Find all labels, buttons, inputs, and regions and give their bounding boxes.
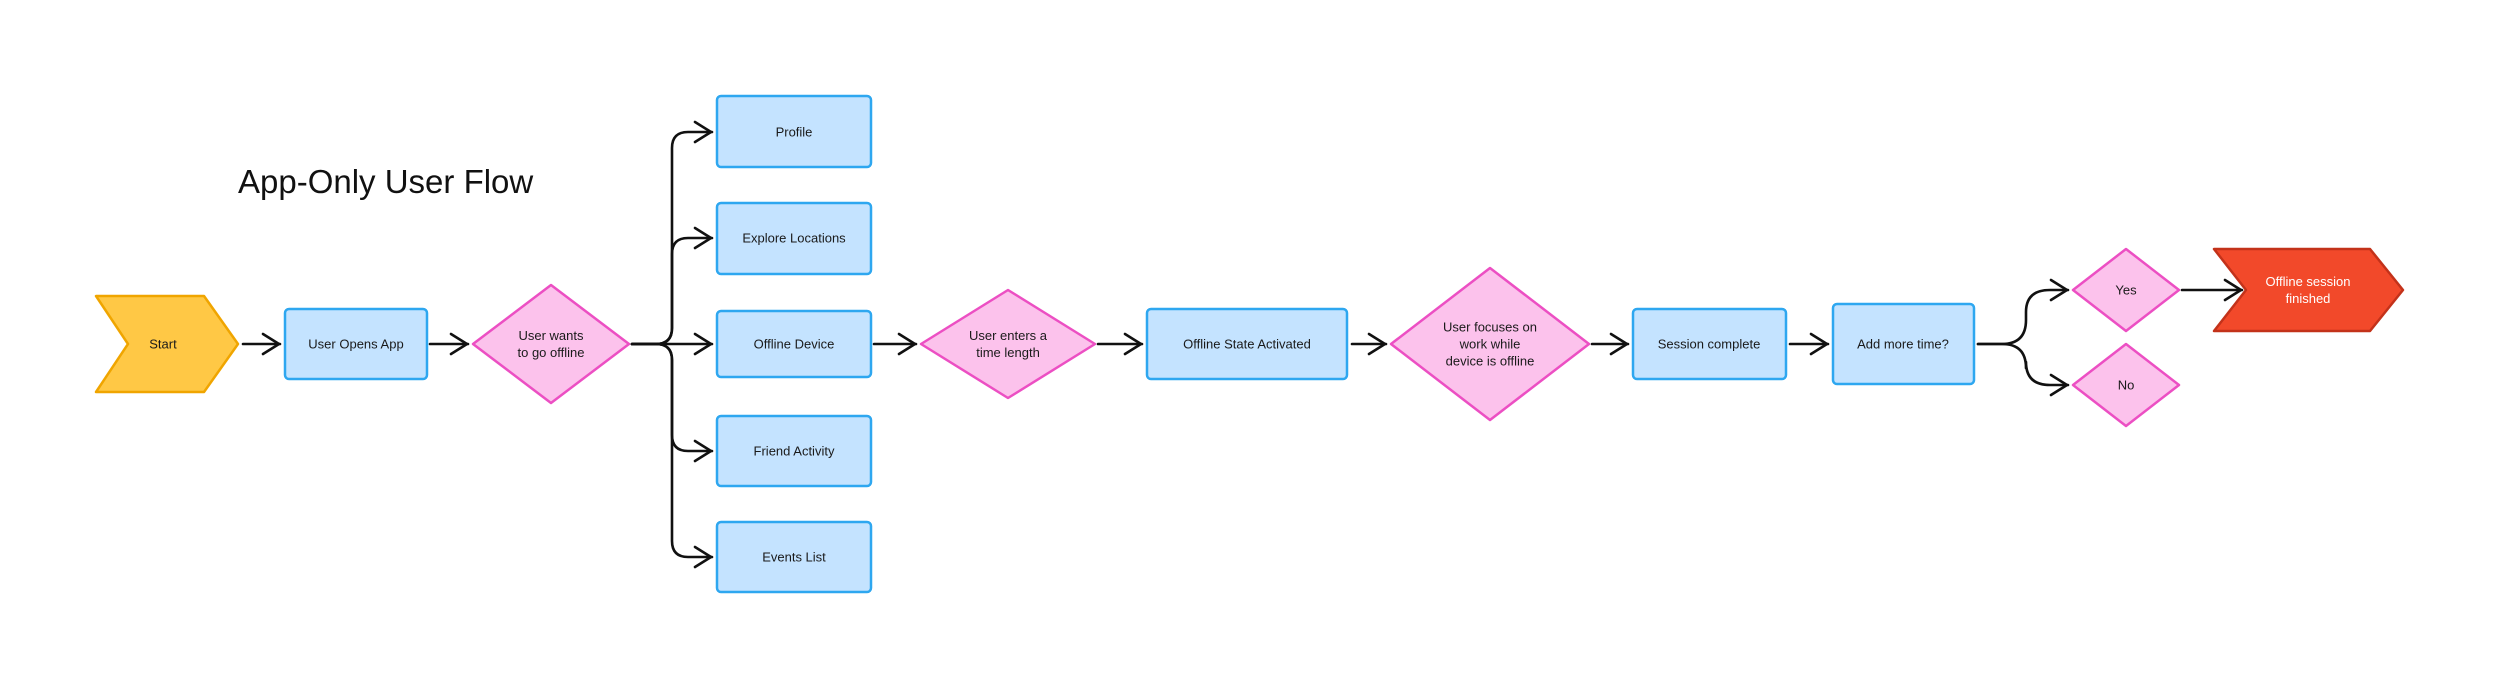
events-list-label-line: Events List [762,550,826,565]
node-user-opens-app[interactable]: User Opens App [283,307,429,381]
session-complete-label-line: Session complete [1658,337,1761,352]
node-wants-offline[interactable]: User wants to go offline [471,283,631,405]
node-friend-activity-label: Friend Activity [754,444,835,459]
wants-offline-label-line: to go offline [518,345,585,360]
offline-state-label-line: Offline State Activated [1183,337,1311,352]
node-offline-device[interactable]: Offline Device [715,309,873,379]
node-enters-time[interactable]: User enters a time length [919,288,1097,400]
node-finished[interactable]: Offline session finished [2212,247,2405,333]
connector-wants-to-explore [630,226,714,346]
node-user-opens-app-label: User Opens App [308,337,403,352]
node-events-list[interactable]: Events List [715,520,873,594]
yes-label-line: Yes [2115,283,2137,298]
wants-offline-label-line: User wants [518,328,584,343]
connectors [241,120,2244,569]
node-offline-state-label: Offline State Activated [1183,337,1311,352]
node-start[interactable]: Start [94,294,240,394]
start-label-line: Start [149,337,177,352]
node-wants-offline-label: User wants to go offline [518,328,585,360]
focuses-label-line: work while [1459,337,1521,352]
node-offline-device-label: Offline Device [754,337,835,352]
node-events-list-label: Events List [762,550,826,565]
no-label-line: No [2118,378,2135,393]
node-profile-label: Profile [776,125,813,140]
profile-label-line: Profile [776,125,813,140]
node-profile[interactable]: Profile [715,94,873,169]
node-add-more-time-label: Add more time? [1857,337,1949,352]
node-enters-time-label: User enters a time length [969,328,1048,360]
enters-time-label-line: time length [976,345,1040,360]
node-explore-locations-label: Explore Locations [742,231,846,246]
node-no-label: No [2118,378,2135,393]
add-more-time-label-line: Add more time? [1857,337,1949,352]
offline-device-label-line: Offline Device [754,337,835,352]
finished-label-line: finished [2286,291,2331,306]
node-session-complete[interactable]: Session complete [1631,307,1788,381]
node-focuses[interactable]: User focuses on work while device is offli… [1389,266,1591,422]
node-focuses-label: User focuses on work while device is offli… [1443,320,1537,369]
node-no[interactable]: No [2071,342,2181,428]
focuses-label-line: device is offline [1446,354,1535,369]
node-session-complete-label: Session complete [1658,337,1761,352]
connector-wants-to-events [630,342,714,569]
node-friend-activity[interactable]: Friend Activity [715,414,873,488]
friend-activity-label-line: Friend Activity [754,444,835,459]
connector-addmore-to-yes [1976,278,2070,346]
focuses-label-line: User focuses on [1443,320,1537,335]
explore-locations-label-line: Explore Locations [742,231,846,246]
enters-time-label-line: User enters a [969,328,1048,343]
node-start-label: Start [149,337,177,352]
node-offline-state[interactable]: Offline State Activated [1145,307,1349,381]
node-yes-label: Yes [2115,283,2137,298]
connector-addmore-to-no [1976,342,2070,397]
node-finished-label: Offline session finished [2265,274,2350,306]
node-explore-locations[interactable]: Explore Locations [715,201,873,276]
user-opens-app-label-line: User Opens App [308,337,403,352]
diagram-title: App-Only User Flow [238,163,533,200]
node-yes[interactable]: Yes [2071,247,2181,333]
finished-label-line: Offline session [2265,274,2350,289]
node-add-more-time[interactable]: Add more time? [1831,302,1976,386]
